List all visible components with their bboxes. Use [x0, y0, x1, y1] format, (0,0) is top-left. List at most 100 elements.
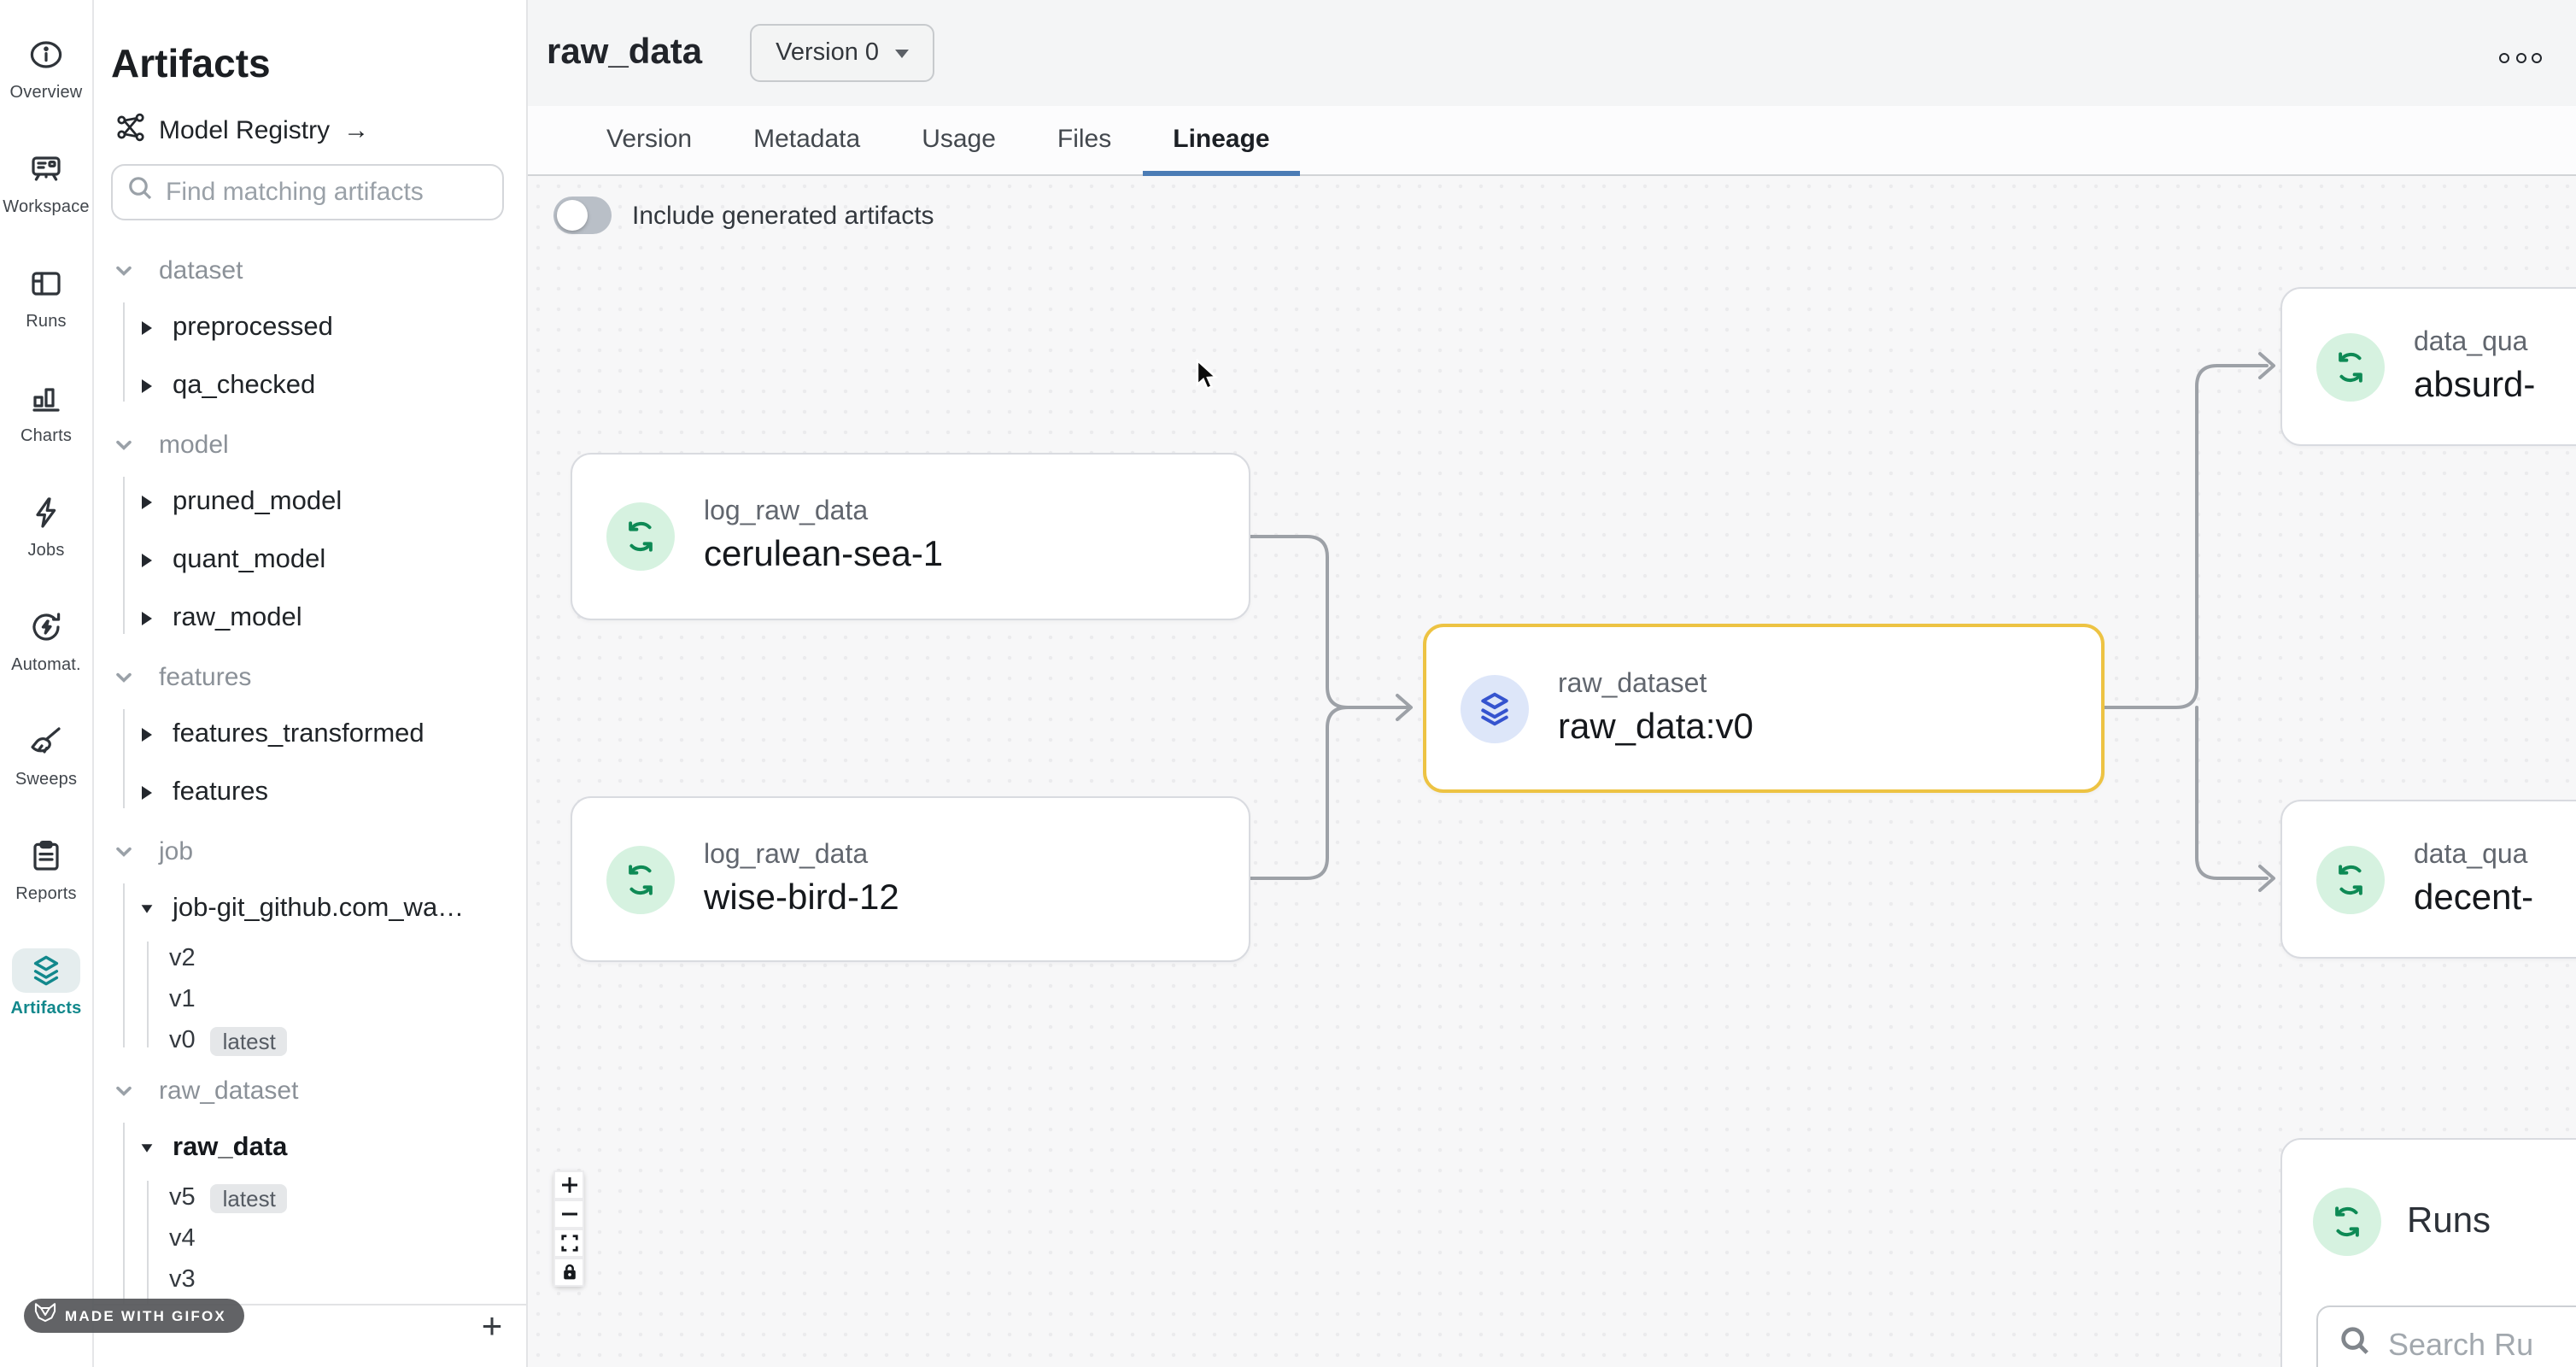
tree-row-preprocessed[interactable]: preprocessed	[94, 299, 526, 357]
chevron-down-icon	[111, 435, 135, 454]
node-name: wise-bird-12	[704, 877, 899, 917]
zoom-out-button[interactable]	[553, 1200, 584, 1229]
node-title: data_qua	[2414, 327, 2528, 356]
made-with-gifox-badge: MADE WITH GIFOX	[24, 1299, 243, 1333]
sidebar-item-artifacts[interactable]: Artifacts	[0, 926, 92, 1041]
tree-row-v0[interactable]: v0 latest	[94, 1020, 526, 1061]
tree-row-label: v2	[169, 945, 196, 972]
overflow-menu-button[interactable]	[2499, 53, 2542, 63]
mouse-cursor	[1196, 359, 1218, 390]
tree-row-qa_checked[interactable]: qa_checked	[94, 357, 526, 415]
sidebar-item-overview[interactable]: Overview	[0, 10, 92, 125]
chevron-down-icon	[894, 49, 909, 57]
model-registry-icon	[116, 113, 145, 149]
tree-guide	[123, 1123, 125, 1304]
search-icon	[126, 174, 154, 210]
zoom-in-button[interactable]	[553, 1170, 584, 1200]
runs-search-input[interactable]	[2388, 1327, 2576, 1363]
search-icon	[2339, 1324, 2371, 1365]
automations-icon	[12, 605, 80, 649]
lock-button[interactable]	[553, 1258, 584, 1287]
tree-row-features[interactable]: features	[94, 648, 526, 706]
tree-row-job-git_github-com_wa-[interactable]: job-git_github.com_wa…	[94, 880, 526, 938]
tree-row-quant_model[interactable]: quant_model	[94, 531, 526, 590]
tree-row-label: v5	[169, 1184, 196, 1212]
tree-row-pruned_model[interactable]: pruned_model	[94, 473, 526, 531]
version-dropdown[interactable]: Version 0	[750, 24, 934, 82]
sidebar-item-sweeps[interactable]: Sweeps	[0, 697, 92, 812]
tree-row-v2[interactable]: v2	[94, 938, 526, 979]
rail-item-label: Charts	[20, 427, 73, 446]
tree-row-features[interactable]: features	[94, 764, 526, 822]
arrow-right-icon: →	[343, 116, 370, 145]
triangle-right-icon	[140, 320, 154, 337]
tab-lineage[interactable]: Lineage	[1142, 106, 1301, 176]
artifact-search-input[interactable]	[166, 178, 506, 207]
sidebar-item-charts[interactable]: Charts	[0, 354, 92, 468]
tree-row-dataset[interactable]: dataset	[94, 241, 526, 299]
tab-usage[interactable]: Usage	[922, 124, 996, 153]
tree-row-raw_model[interactable]: raw_model	[94, 590, 526, 648]
node-title: log_raw_data	[704, 497, 869, 526]
tree-row-label: job	[159, 836, 194, 865]
tree-row-label: model	[159, 430, 229, 459]
sidebar-item-jobs[interactable]: Jobs	[0, 468, 92, 583]
artifact-search[interactable]	[111, 164, 506, 220]
tree-row-raw_dataset[interactable]: raw_dataset	[94, 1061, 526, 1119]
sidebar-item-reports[interactable]: Reports	[0, 812, 92, 926]
tab-version[interactable]: Version	[606, 124, 693, 153]
runs-search[interactable]	[2316, 1305, 2576, 1367]
tree-row-model[interactable]: model	[94, 415, 526, 473]
artifact-icon	[1461, 674, 1529, 742]
triangle-down-icon	[140, 1141, 154, 1155]
tree-guide	[147, 1181, 149, 1304]
tree-row-v3[interactable]: v3	[94, 1259, 526, 1300]
runs-panel: Runs	[2280, 1138, 2576, 1367]
tree-row-job[interactable]: job	[94, 822, 526, 880]
run-icon	[2313, 1188, 2381, 1256]
overview-icon	[12, 32, 80, 77]
add-artifact-button[interactable]: +	[481, 1307, 503, 1346]
tree-row-label: pruned_model	[173, 487, 342, 516]
gifox-badge-text: MADE WITH GIFOX	[65, 1307, 226, 1324]
tree-row-label: v3	[169, 1266, 196, 1294]
model-registry-link[interactable]: Model Registry →	[116, 113, 369, 149]
include-generated-artifacts-toggle[interactable]	[553, 197, 612, 234]
tree-row-v1[interactable]: v1	[94, 979, 526, 1020]
tree-row-features_transformed[interactable]: features_transformed	[94, 706, 526, 764]
rail-item-label: Workspace	[3, 198, 90, 217]
sidebar-item-workspace[interactable]: Workspace	[0, 125, 92, 239]
artifact-header: raw_data Version 0	[528, 0, 2576, 106]
tab-metadata[interactable]: Metadata	[753, 124, 861, 153]
workspace-icon	[12, 147, 80, 191]
fit-view-button[interactable]	[553, 1229, 584, 1258]
tree-row-label: v0	[169, 1027, 196, 1054]
sidebar-title: Artifacts	[111, 41, 271, 85]
tree-row-label: v1	[169, 986, 196, 1013]
tree-row-label: preprocessed	[173, 313, 333, 342]
node-title: raw_dataset	[1558, 669, 1707, 698]
latest-badge: latest	[210, 1026, 288, 1055]
triangle-right-icon	[140, 610, 154, 627]
chevron-down-icon	[111, 261, 135, 279]
rail-item-label: Automat.	[11, 656, 81, 675]
tree-row-label: features	[159, 662, 252, 691]
page-title: raw_data	[547, 32, 703, 72]
artifacts-icon	[12, 948, 80, 993]
rail-item-label: Sweeps	[15, 771, 78, 789]
sidebar-item-runs[interactable]: Runs	[0, 239, 92, 354]
tree-row-raw_data[interactable]: raw_data	[94, 1119, 526, 1177]
tree-row-v4[interactable]: v4	[94, 1218, 526, 1259]
tab-files[interactable]: Files	[1057, 124, 1112, 153]
sidebar-item-automat[interactable]: Automat.	[0, 583, 92, 697]
canvas-controls	[553, 1170, 584, 1287]
lineage-canvas[interactable]: Include generated artifacts log_raw_data…	[528, 176, 2576, 1367]
